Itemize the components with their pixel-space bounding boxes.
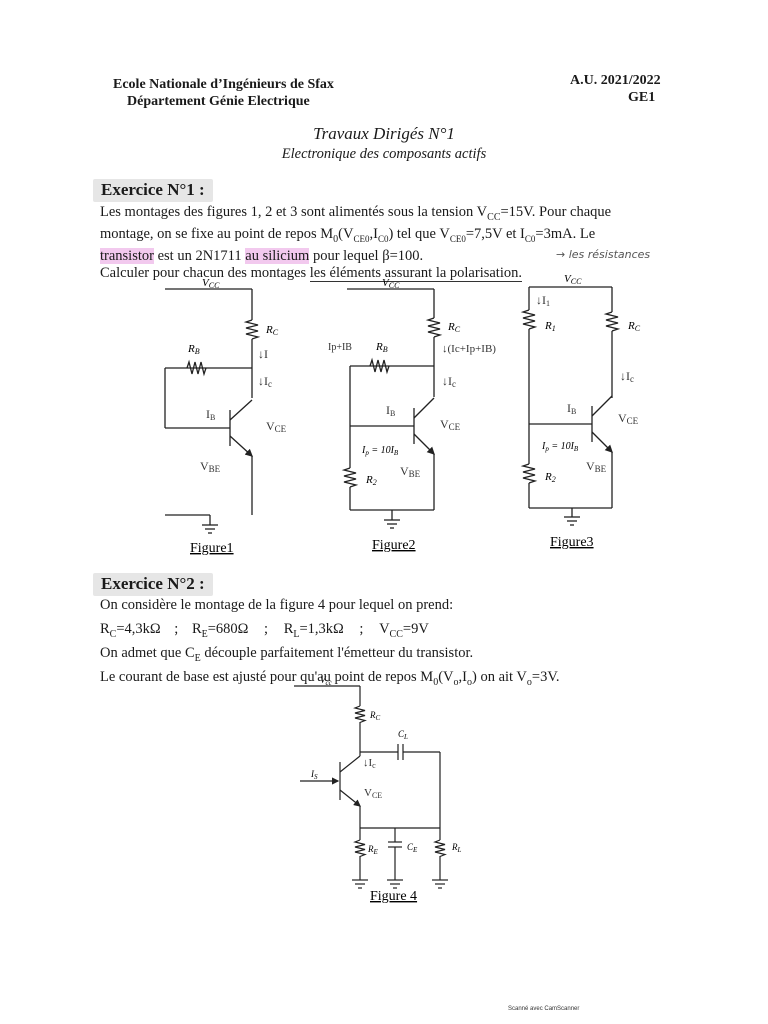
ex1-line-3: transistor est un 2N1711 au silicium pou… xyxy=(100,247,424,264)
fig1-rb-label: RB xyxy=(187,343,200,356)
figure-4-circuit xyxy=(294,685,448,889)
svg-text:IB: IB xyxy=(386,403,395,418)
svg-text:↓Ic: ↓Ic xyxy=(363,757,376,770)
fig2-rb-label: RB xyxy=(375,341,388,354)
svg-text:VBE: VBE xyxy=(586,459,607,474)
svg-text:↓(Ic+Ip+IB): ↓(Ic+Ip+IB) xyxy=(442,343,496,355)
svg-text:IB: IB xyxy=(567,401,576,416)
ex2-values-line: RC=4,3kΩ ; RE=680Ω ; RL=1,3kΩ ; VCC=9V xyxy=(100,621,429,640)
svg-text:↓Ic: ↓Ic xyxy=(620,369,634,384)
fig3-ip-label: Ip = 10IB xyxy=(541,441,579,453)
svg-text:↓I1: ↓I1 xyxy=(536,293,550,308)
fig1-vcc-label: VCC xyxy=(202,277,220,290)
ex2-line-3: On admet que CE découple parfaitement l'… xyxy=(100,644,474,664)
department-name: Département Génie Electrique xyxy=(127,94,310,109)
academic-year: A.U. 2021/2022 xyxy=(570,73,661,88)
fig1-rc-label: RC xyxy=(265,324,279,337)
svg-text:↓Ic: ↓Ic xyxy=(442,374,456,389)
svg-text:VCE: VCE xyxy=(618,411,639,426)
fig4-cl-label: CL xyxy=(398,729,408,741)
fig4-is-label: IS xyxy=(310,769,318,781)
fig3-vcc-label: VCC xyxy=(564,273,582,286)
svg-text:Ip+IB: Ip+IB xyxy=(328,342,352,353)
fig3-handwriting: ↓I1 ↓Ic IB VCE VBE xyxy=(536,293,639,474)
figure-4-caption: Figure 4 xyxy=(370,889,417,904)
figure-3-caption: Figure3 xyxy=(550,535,594,550)
svg-text:VCE: VCE xyxy=(266,419,287,434)
svg-text:IB: IB xyxy=(206,407,215,422)
svg-text:↓I: ↓I xyxy=(258,347,268,361)
ex1-paragraph: Les montages des figures 1, 2 et 3 sont … xyxy=(100,204,611,282)
fig2-rc-label: RC xyxy=(447,321,461,334)
fig3-rc-label: RC xyxy=(627,320,641,333)
class-label: GE1 xyxy=(628,90,656,105)
school-name: Ecole Nationale d’Ingénieurs de Sfax xyxy=(113,77,334,92)
ex1-line-4: Calculer pour chacun des montages les él… xyxy=(100,264,522,282)
fig2-r2-label: R2 xyxy=(365,474,377,487)
fig3-r2-label: R2 xyxy=(544,471,556,484)
fig3-r1-label: R1 xyxy=(544,320,556,333)
ex2-line-1: On considère le montage de la figure 4 p… xyxy=(100,597,454,613)
fig1-handwriting: ↓I ↓Ic IB VCE VBE xyxy=(200,347,287,474)
handwritten-note: → les résistances xyxy=(556,248,651,261)
svg-text:VBE: VBE xyxy=(200,459,221,474)
fig4-re-label: RE xyxy=(367,844,379,856)
ex1-line-2: montage, on se fixe au point de repos M0… xyxy=(100,225,596,245)
svg-text:VBE: VBE xyxy=(400,464,421,479)
fig4-handwriting: ↓Ic VCE xyxy=(363,757,382,800)
figure-1-caption: Figure1 xyxy=(190,541,234,556)
figure-3-circuit xyxy=(520,286,621,526)
fig4-rl-label: RL xyxy=(451,842,462,854)
fig4-rc-label: RC xyxy=(369,710,381,722)
ex2-line-4: Le courant de base est ajusté pour qu'au… xyxy=(100,668,560,688)
svg-text:VCE: VCE xyxy=(440,417,461,432)
svg-text:VCE: VCE xyxy=(364,787,382,800)
page-subtitle: Electronique des composants actifs xyxy=(281,146,487,162)
page-title: Travaux Dirigés N°1 xyxy=(313,124,455,143)
exercise-1-title: Exercice N°1 : xyxy=(93,179,213,202)
exercise-2-title: Exercice N°2 : xyxy=(93,573,213,596)
figure-1-circuit xyxy=(164,288,261,534)
figures-1-3: VCC RC RB ↓I ↓Ic IB VCE VBE Figure1 VCC … xyxy=(164,273,641,556)
fig2-vcc-label: VCC xyxy=(382,277,400,290)
fig4-ce-label: CE xyxy=(407,842,418,854)
figure-2-caption: Figure2 xyxy=(372,538,416,553)
fig2-handwriting: Ip+IB ↓(Ic+Ip+IB) ↓Ic IB VCE VBE xyxy=(328,342,496,479)
figure-4: Vcc RC CL IS RE CE RL ↓Ic VCE Figure 4 xyxy=(294,675,462,904)
scanner-watermark: Scanné avec CamScanner xyxy=(508,1006,580,1012)
svg-text:↓Ic: ↓Ic xyxy=(258,374,272,389)
figure-2-circuit xyxy=(341,288,443,529)
fig4-vcc-label: Vcc xyxy=(320,675,333,687)
fig2-ip-label: Ip = 10IB xyxy=(361,445,399,457)
ex2-paragraph: On considère le montage de la figure 4 p… xyxy=(100,596,560,692)
ex1-line-1: Les montages des figures 1, 2 et 3 sont … xyxy=(100,204,612,223)
